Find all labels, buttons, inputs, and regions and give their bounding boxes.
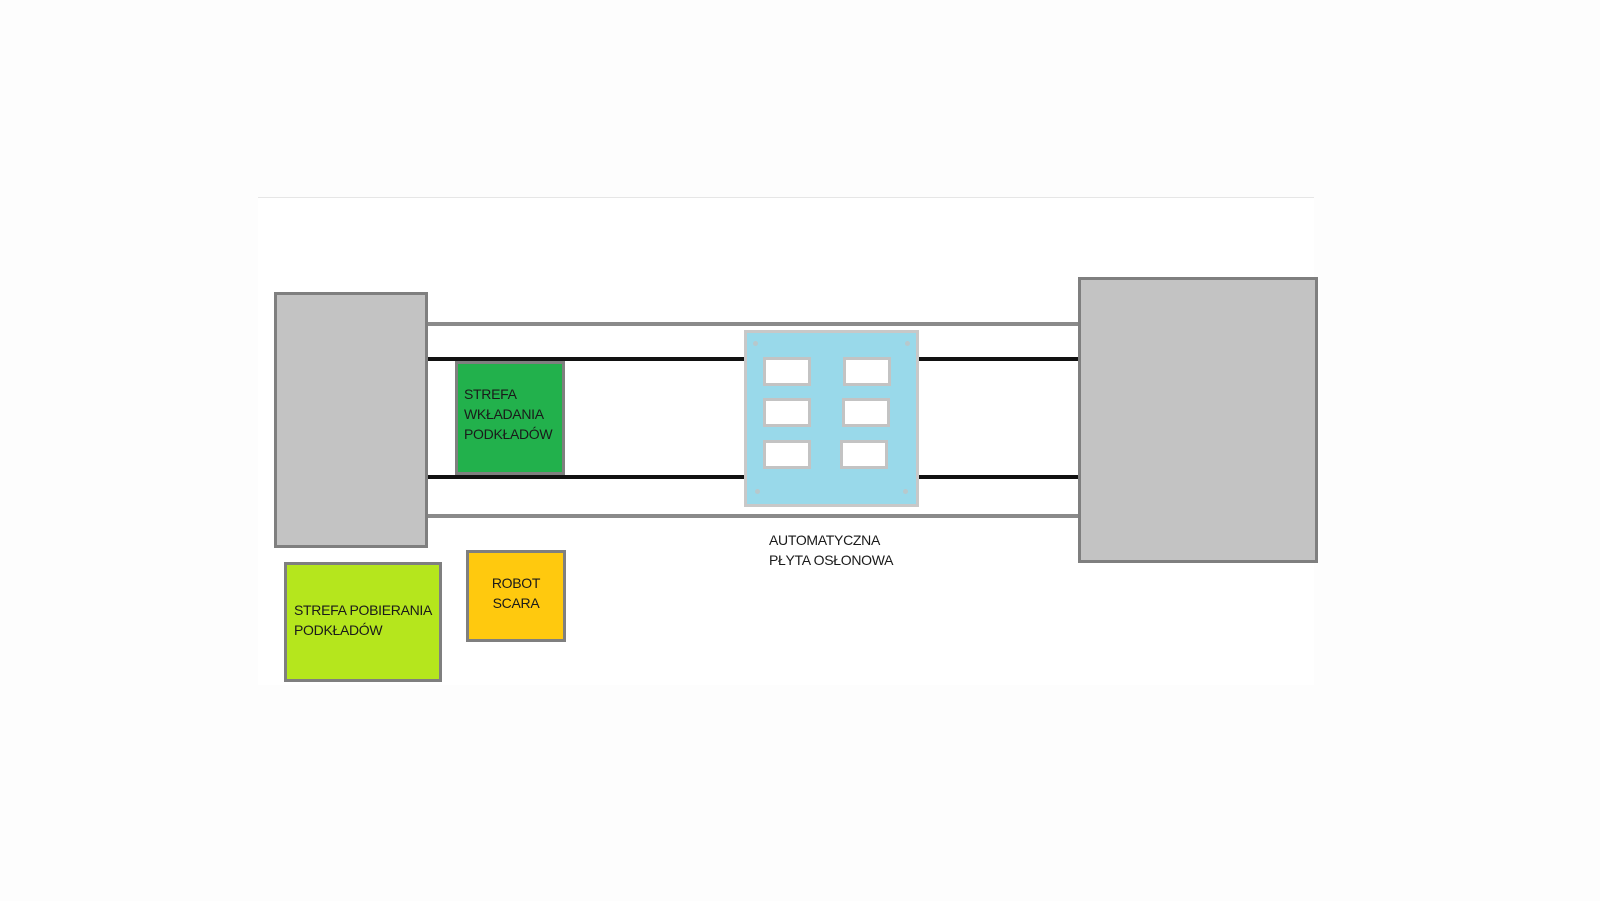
plate-window — [763, 440, 811, 469]
conveyor-outer-rail-top — [427, 322, 1079, 326]
left-station — [274, 292, 428, 548]
scara-robot-label: ROBOT SCARA — [491, 575, 541, 611]
plate-window — [763, 357, 811, 386]
screw-icon — [753, 341, 758, 346]
scara-robot: ROBOT SCARA — [466, 550, 566, 642]
screw-icon — [905, 341, 910, 346]
screw-icon — [903, 489, 908, 494]
plate-window — [840, 440, 888, 469]
plate-window — [763, 398, 811, 427]
conveyor-outer-rail-bottom — [427, 514, 1079, 518]
screw-icon — [755, 489, 760, 494]
plate-window — [843, 357, 891, 386]
insert-zone-label: STREFA WKŁADANIA PODKŁADÓW — [464, 386, 553, 442]
automatic-shield-plate — [744, 330, 919, 507]
plate-window — [842, 398, 890, 427]
pickup-zone: STREFA POBIERANIA PODKŁADÓW — [284, 562, 442, 682]
pickup-zone-label: STREFA POBIERANIA PODKŁADÓW — [294, 602, 433, 638]
plate-label: AUTOMATYCZNA PŁYTA OSŁONOWA — [769, 532, 894, 568]
right-station — [1078, 277, 1318, 563]
insert-zone: STREFA WKŁADANIA PODKŁADÓW — [455, 361, 565, 475]
